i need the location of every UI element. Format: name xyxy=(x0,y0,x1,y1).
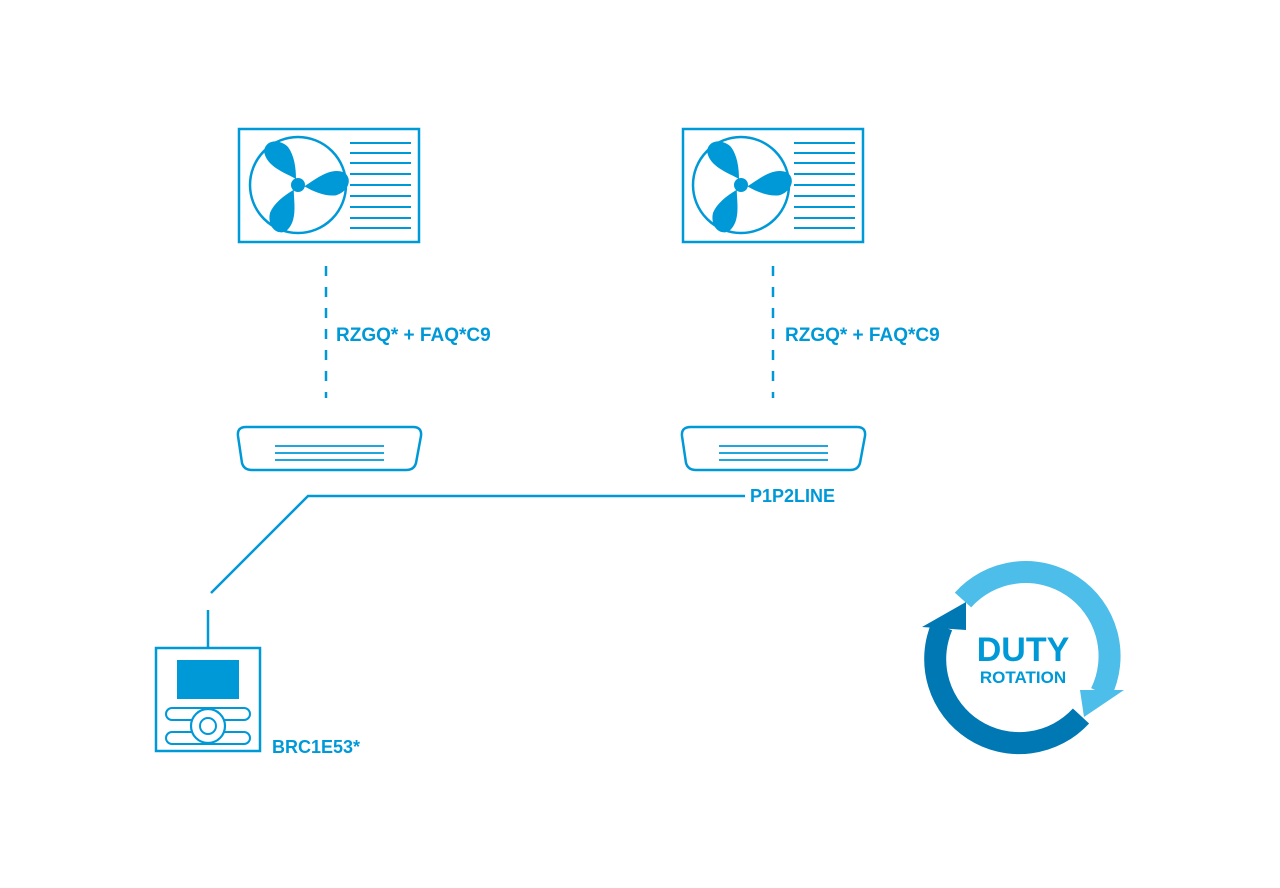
outdoor-unit-fan-icon xyxy=(681,127,865,244)
outdoor-unit-left xyxy=(237,127,421,244)
p1p2-line-label: P1P2LINE xyxy=(750,486,835,506)
indoor-unit-right xyxy=(680,425,867,472)
p1p2-line xyxy=(210,494,745,594)
duty-rotation-title: DUTY xyxy=(977,631,1070,669)
outdoor-unit-fan-icon xyxy=(237,127,421,244)
controller-label: BRC1E53* xyxy=(272,737,360,757)
duty-rotation-subtitle: ROTATION xyxy=(980,668,1066,687)
remote-controller xyxy=(154,646,262,753)
duty-rotation-badge: DUTY ROTATION xyxy=(922,561,1124,755)
model-label-left: RZGQ* + FAQ*C9 xyxy=(336,325,491,346)
remote-controller-icon xyxy=(154,646,262,753)
indoor-cassette-unit-icon xyxy=(680,425,867,472)
rotation-arrows-icon xyxy=(922,561,1124,755)
model-label-right: RZGQ* + FAQ*C9 xyxy=(785,325,940,346)
indoor-unit-left xyxy=(236,425,423,472)
outdoor-unit-right xyxy=(681,127,865,244)
indoor-cassette-unit-icon xyxy=(236,425,423,472)
